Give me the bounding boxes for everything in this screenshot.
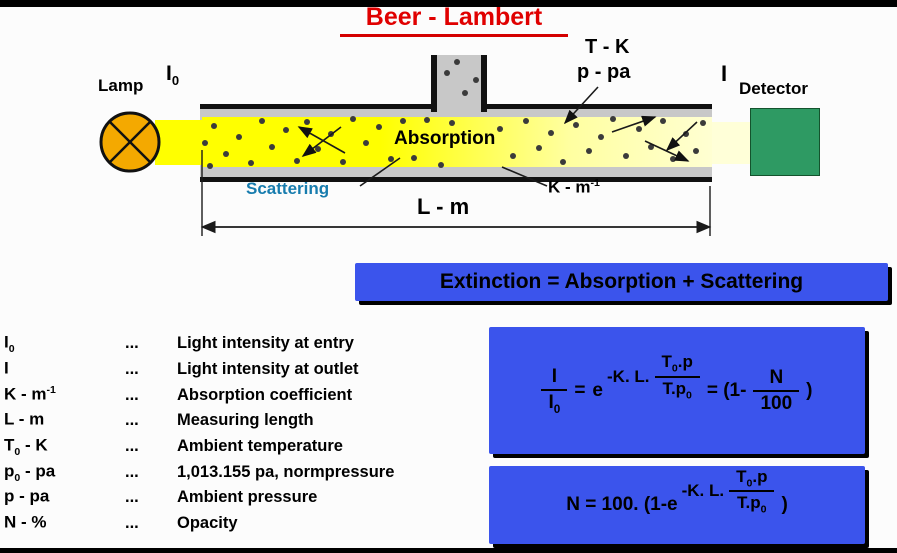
temperature-label: T - K — [585, 36, 630, 58]
scattering-label: Scattering — [246, 179, 330, 198]
symbol-legend: I0... Light intensity at entry I... Light … — [4, 331, 486, 537]
legend-row: L - m... Measuring length — [4, 408, 486, 434]
legend-desc: Light intensity at entry — [177, 334, 354, 353]
length-label: L - m — [417, 194, 470, 219]
legend-symbol: T0 - K — [4, 435, 48, 459]
intensity-in-label: I0 — [166, 62, 180, 89]
legend-desc: Opacity — [177, 514, 238, 533]
lamp-icon — [99, 111, 161, 173]
legend-desc: Measuring length — [177, 411, 314, 430]
legend-row: N - %... Opacity — [4, 511, 486, 537]
legend-row: p - pa... Ambient pressure — [4, 485, 486, 511]
legend-dots: ... — [125, 437, 139, 456]
legend-row: I0... Light intensity at entry — [4, 331, 486, 357]
absorption-label: Absorption — [394, 128, 496, 149]
lamp-beam — [155, 120, 202, 165]
legend-row: K - m-1... Absorption coefficient — [4, 382, 486, 408]
page-title: Beer - Lambert — [340, 3, 568, 37]
legend-dots: ... — [125, 411, 139, 430]
legend-dots: ... — [125, 514, 139, 533]
top-border-bar — [0, 0, 897, 7]
legend-desc: 1,013.155 pa, normpressure — [177, 462, 395, 481]
detector-beam — [712, 122, 752, 164]
legend-dots: ... — [125, 360, 139, 379]
legend-row: I... Light intensity at outlet — [4, 357, 486, 383]
detector-box — [750, 108, 820, 176]
legend-symbol: L - m — [4, 410, 45, 430]
gas-inlet-stub — [431, 55, 487, 112]
absorption-coefficient-label: K - m-1 — [548, 177, 600, 197]
intensity-out-label: I — [721, 61, 728, 86]
legend-row: p0 - pa... 1,013.155 pa, normpressure — [4, 459, 486, 485]
legend-symbol: I — [4, 358, 9, 378]
legend-dots: ... — [125, 462, 139, 481]
extinction-banner: Extinction = Absorption + Scattering — [355, 263, 888, 301]
legend-desc: Ambient temperature — [177, 437, 343, 456]
legend-symbol: I0 — [4, 332, 15, 356]
legend-desc: Ambient pressure — [177, 488, 318, 507]
legend-desc: Absorption coefficient — [177, 385, 353, 404]
legend-row: T0 - K... Ambient temperature — [4, 434, 486, 460]
legend-symbol: p - pa — [4, 487, 50, 507]
legend-dots: ... — [125, 385, 139, 404]
legend-symbol: K - m-1 — [4, 383, 56, 404]
lamp-label: Lamp — [98, 76, 144, 95]
legend-symbol: p0 - pa — [4, 461, 56, 484]
legend-desc: Light intensity at outlet — [177, 360, 359, 379]
bottom-border-bar — [0, 548, 897, 553]
legend-dots: ... — [125, 488, 139, 507]
legend-symbol: N - % — [4, 512, 47, 532]
detector-label: Detector — [739, 79, 808, 98]
pressure-label: p - pa — [577, 61, 631, 83]
legend-dots: ... — [125, 334, 139, 353]
